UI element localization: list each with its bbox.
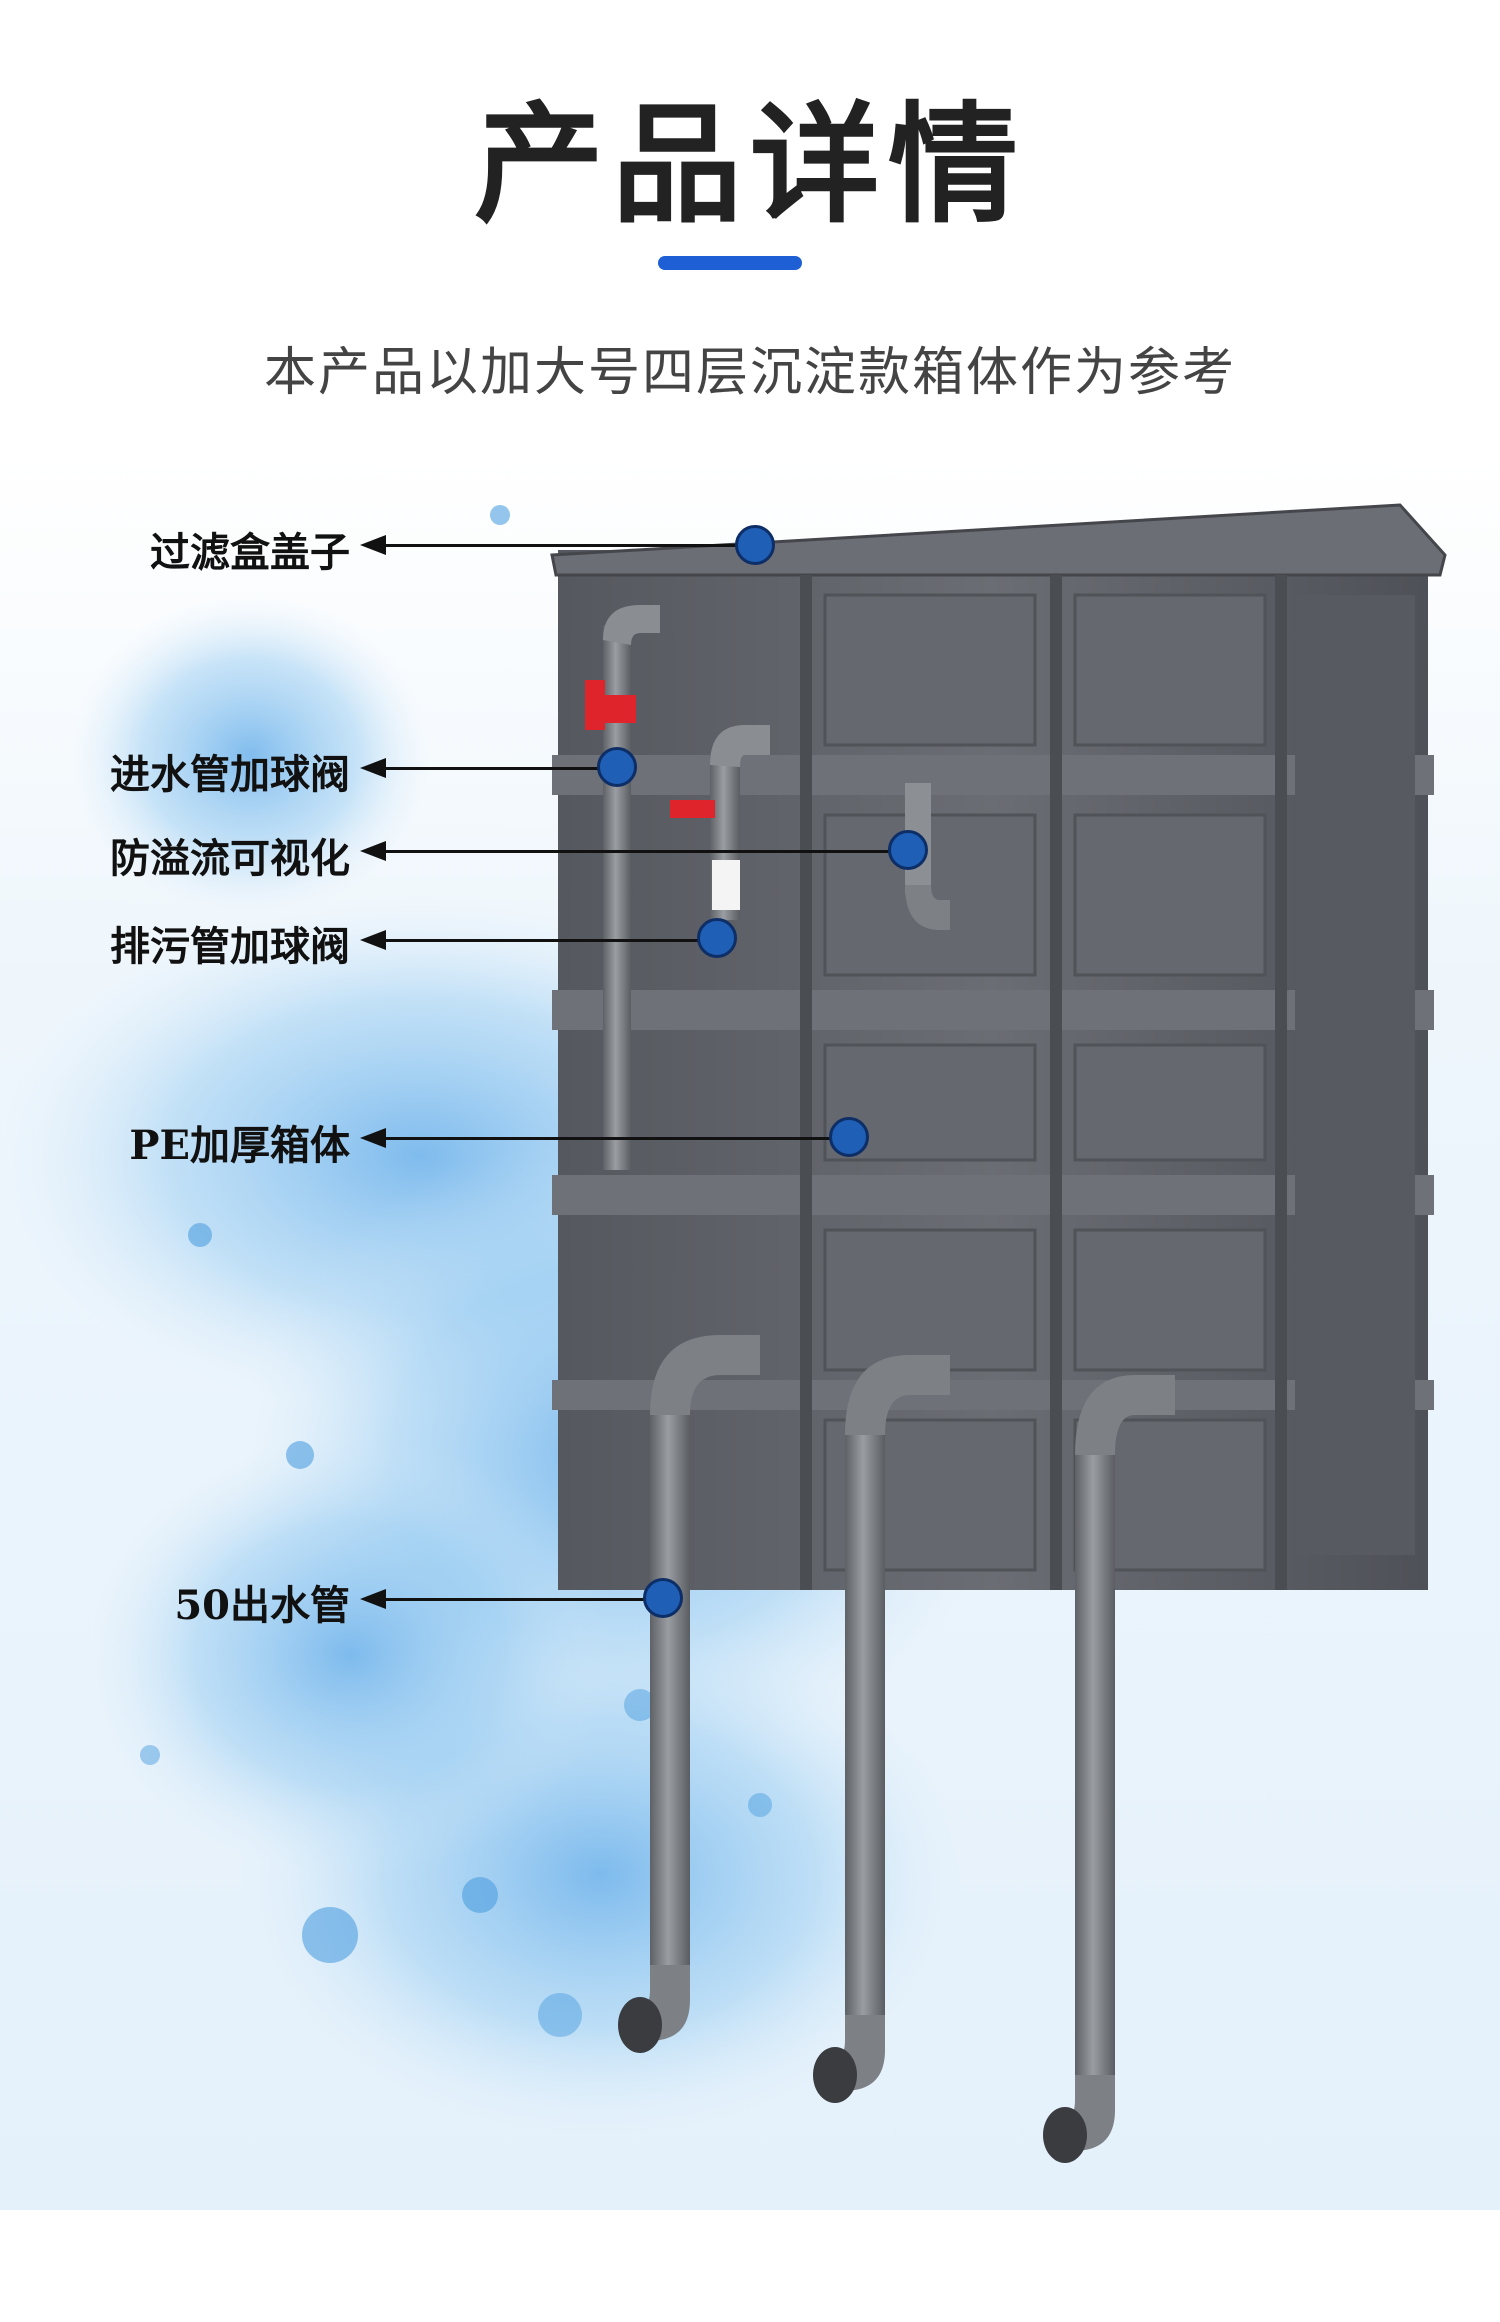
callout-marker-overflow-visual <box>888 830 928 870</box>
product-image <box>0 503 1447 2163</box>
callout-marker-pe-box <box>829 1117 869 1157</box>
arrow-head <box>360 841 386 861</box>
outlet-pipes <box>618 1335 1175 2163</box>
callout-marker-drain-valve <box>697 918 737 958</box>
callout-label-inlet-valve: 进水管加球阀 <box>110 751 350 798</box>
arrow-head <box>360 758 386 778</box>
page-subtitle: 本产品以加大号四层沉淀款箱体作为参考 <box>263 343 1236 403</box>
callout-marker-inlet-valve <box>597 747 637 787</box>
arrow-head <box>360 1589 386 1609</box>
callout-line <box>380 1137 850 1140</box>
title-underline <box>658 256 802 270</box>
drain-pipe <box>670 725 770 920</box>
arrow-head <box>360 1128 386 1148</box>
arrow-head <box>360 535 386 555</box>
callout-label-outlet-pipe: 50出水管 <box>174 1582 350 1629</box>
callout-line <box>380 939 720 942</box>
callout-line <box>380 850 900 853</box>
callout-line <box>380 544 755 547</box>
arrow-head <box>360 930 386 950</box>
callout-label-drain-valve: 排污管加球阀 <box>110 923 350 970</box>
callout-label-overflow-visual: 防溢流可视化 <box>110 835 350 882</box>
callout-marker-filter-lid <box>735 525 775 565</box>
callout-label-filter-lid: 过滤盒盖子 <box>150 529 350 576</box>
callout-line <box>380 767 620 770</box>
callout-line <box>380 1598 660 1601</box>
callout-marker-outlet-pipe <box>643 1578 683 1618</box>
page-title: 产品详情 <box>473 89 1026 241</box>
inlet-pipe <box>585 605 660 1170</box>
callout-label-pe-box: PE加厚箱体 <box>129 1122 350 1169</box>
